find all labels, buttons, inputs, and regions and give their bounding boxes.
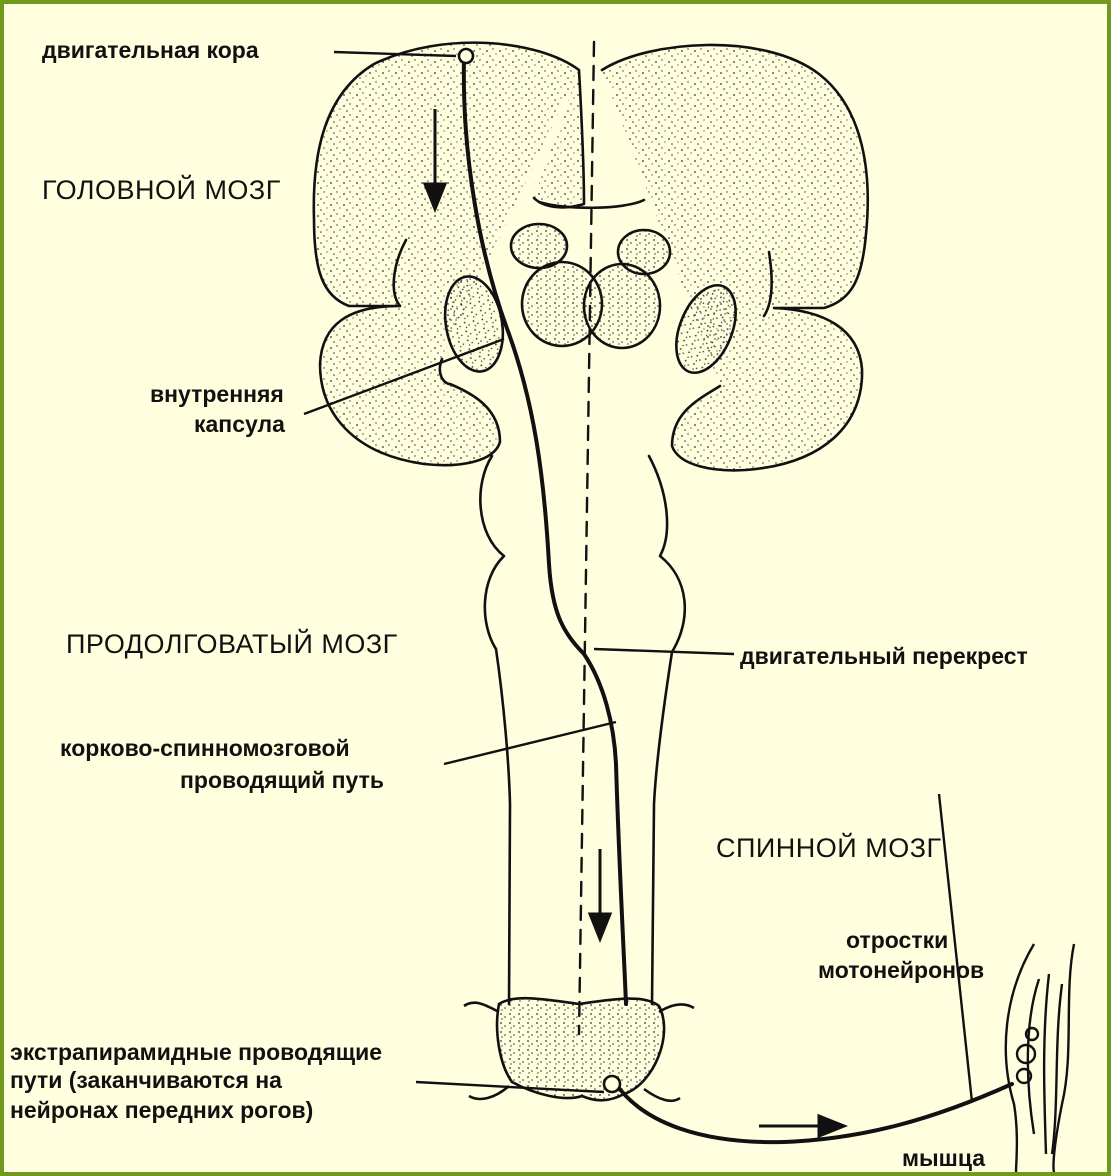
label-brain: ГОЛОВНОЙ МОЗГ	[42, 176, 281, 204]
label-corticospinal-2: проводящий путь	[180, 768, 384, 792]
label-extrapyramidal-2: пути (заканчиваются на	[10, 1068, 282, 1092]
label-spinal-cord: СПИННОЙ МОЗГ	[716, 834, 942, 862]
spinal-section	[497, 998, 664, 1100]
diagram-frame: двигательная кора ГОЛОВНОЙ МОЗГ внутренн…	[4, 4, 1107, 1172]
label-corticospinal-1: корково-спинномозговой	[60, 736, 350, 760]
label-medulla: ПРОДОЛГОВАТЫЙ МОЗГ	[66, 630, 398, 658]
label-extrapyramidal-1: экстрапирамидные проводящие	[10, 1040, 382, 1064]
label-motor-processes-2: мотонейронов	[818, 958, 984, 982]
arrow-down-mid	[590, 914, 610, 939]
label-internal-capsule-1: внутренняя	[150, 382, 284, 406]
label-motor-processes-1: отростки	[846, 928, 948, 952]
label-extrapyramidal-3: нейронах передних рогов)	[10, 1098, 313, 1122]
label-motor-decussation: двигательный перекрест	[740, 644, 1028, 668]
right-thalamus	[584, 264, 660, 348]
label-muscle: мышца	[902, 1146, 985, 1170]
anterior-horn-neuron	[604, 1076, 620, 1092]
muscle	[1006, 944, 1074, 1172]
label-internal-capsule-2: капсула	[194, 412, 285, 436]
label-motor-cortex: двигательная кора	[42, 38, 259, 62]
cortex-neuron	[459, 49, 473, 63]
motor-neuron-axon	[616, 1084, 1012, 1142]
arrow-right-bottom	[819, 1116, 844, 1136]
